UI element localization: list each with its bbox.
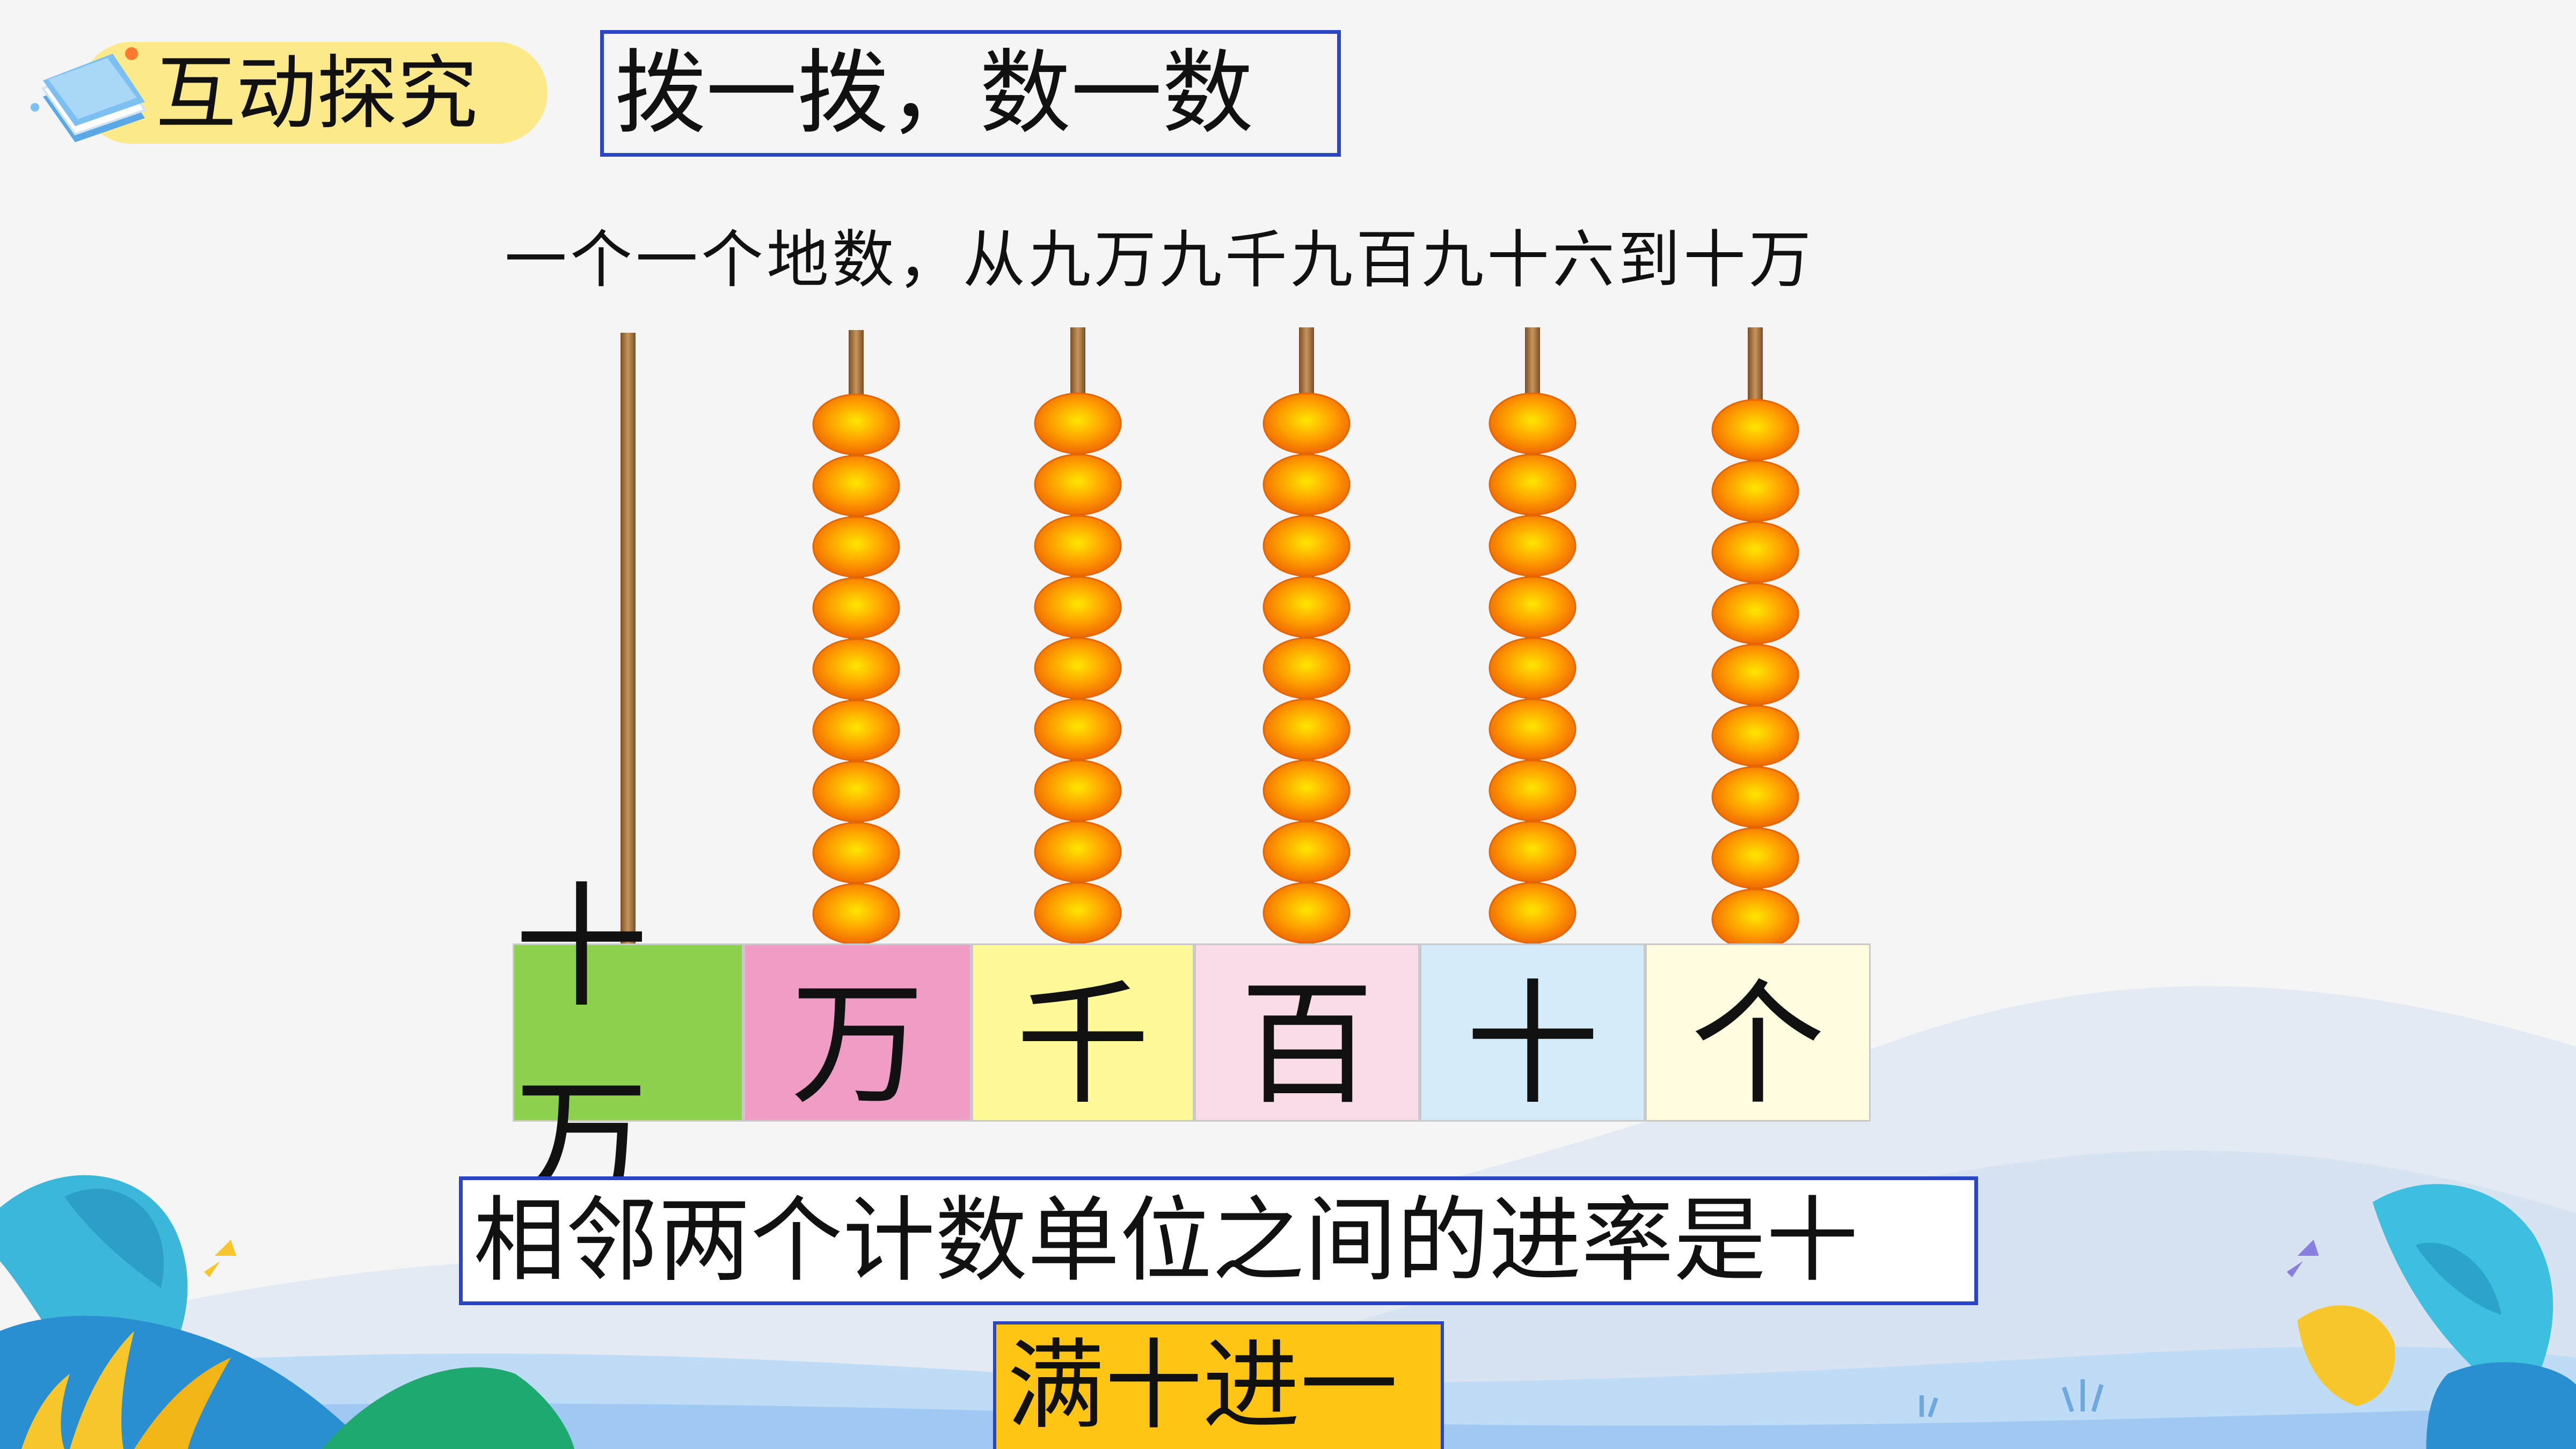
abacus-bead[interactable]	[1034, 882, 1122, 944]
abacus-bead[interactable]	[1488, 576, 1577, 638]
abacus-bead[interactable]	[1711, 582, 1799, 645]
abacus-bead[interactable]	[1034, 453, 1122, 516]
place-label-ten: 十	[1420, 943, 1645, 1123]
abacus-bead[interactable]	[1263, 698, 1351, 760]
abacus-bead[interactable]	[1034, 698, 1122, 760]
abacus-bead[interactable]	[1711, 643, 1799, 706]
abacus-bead[interactable]	[1034, 637, 1122, 699]
abacus-bead[interactable]	[1034, 576, 1122, 638]
abacus-bead[interactable]	[1263, 576, 1351, 638]
abacus-bead[interactable]	[812, 393, 900, 456]
abacus-bead[interactable]	[1488, 882, 1577, 944]
activity-title: 拨一拨，数一数	[600, 30, 1341, 157]
section-title: 互动探究	[156, 47, 478, 141]
place-label-one: 个	[1645, 943, 1871, 1123]
butterfly-right	[2287, 1240, 2319, 1277]
abacus-bead[interactable]	[1488, 821, 1577, 883]
left-foliage	[0, 1175, 574, 1449]
book-stack-icon	[31, 47, 147, 142]
abacus-bead[interactable]	[812, 516, 900, 578]
abacus-bead[interactable]	[1263, 882, 1351, 944]
abacus-bead[interactable]	[1263, 759, 1351, 822]
abacus-bead[interactable]	[1263, 637, 1351, 699]
abacus-bead[interactable]	[1488, 759, 1577, 822]
abacus-bead[interactable]	[1263, 392, 1351, 455]
right-foliage	[2297, 1184, 2576, 1449]
abacus-bead[interactable]	[1263, 821, 1351, 883]
abacus-bead[interactable]	[1034, 821, 1122, 883]
abacus-bead[interactable]	[812, 455, 900, 517]
place-value-rule: 相邻两个计数单位之间的进率是十	[459, 1176, 1978, 1305]
abacus-bead[interactable]	[1711, 705, 1799, 767]
abacus-bead[interactable]	[812, 577, 900, 639]
abacus-bead[interactable]	[812, 699, 900, 762]
abacus-bead[interactable]	[1034, 392, 1122, 455]
place-label-thousand: 千	[972, 943, 1194, 1123]
abacus-bead[interactable]	[1263, 515, 1351, 577]
abacus-bead[interactable]	[812, 760, 900, 823]
carry-rule: 满十进一	[993, 1321, 1444, 1449]
abacus-rod	[621, 333, 636, 945]
place-label-hundred-thousand: 十万	[513, 869, 743, 1220]
place-label-ten-thousand: 万	[743, 943, 972, 1123]
abacus-bead[interactable]	[1263, 453, 1351, 516]
butterfly-left	[204, 1240, 236, 1277]
instruction-text: 一个一个地数，从九万九千九百九十六到十万	[505, 224, 1814, 296]
abacus-bead[interactable]	[812, 822, 900, 884]
place-label-hundred: 百	[1194, 943, 1420, 1123]
abacus-bead[interactable]	[1488, 698, 1577, 760]
abacus-bead[interactable]	[1488, 515, 1577, 577]
abacus-bead[interactable]	[812, 638, 900, 700]
abacus-bead[interactable]	[1711, 399, 1799, 461]
abacus-bead[interactable]	[1488, 637, 1577, 699]
abacus-bead[interactable]	[1711, 766, 1799, 828]
abacus-bead[interactable]	[1034, 515, 1122, 577]
section-badge	[81, 42, 548, 144]
abacus-bead[interactable]	[1488, 453, 1577, 516]
abacus-bead[interactable]	[1711, 460, 1799, 522]
abacus-bead[interactable]	[1711, 521, 1799, 583]
grass-tufts	[1920, 1379, 2104, 1418]
abacus-bead[interactable]	[1711, 827, 1799, 889]
abacus-bead[interactable]	[1034, 759, 1122, 822]
abacus-bead[interactable]	[1488, 392, 1577, 455]
